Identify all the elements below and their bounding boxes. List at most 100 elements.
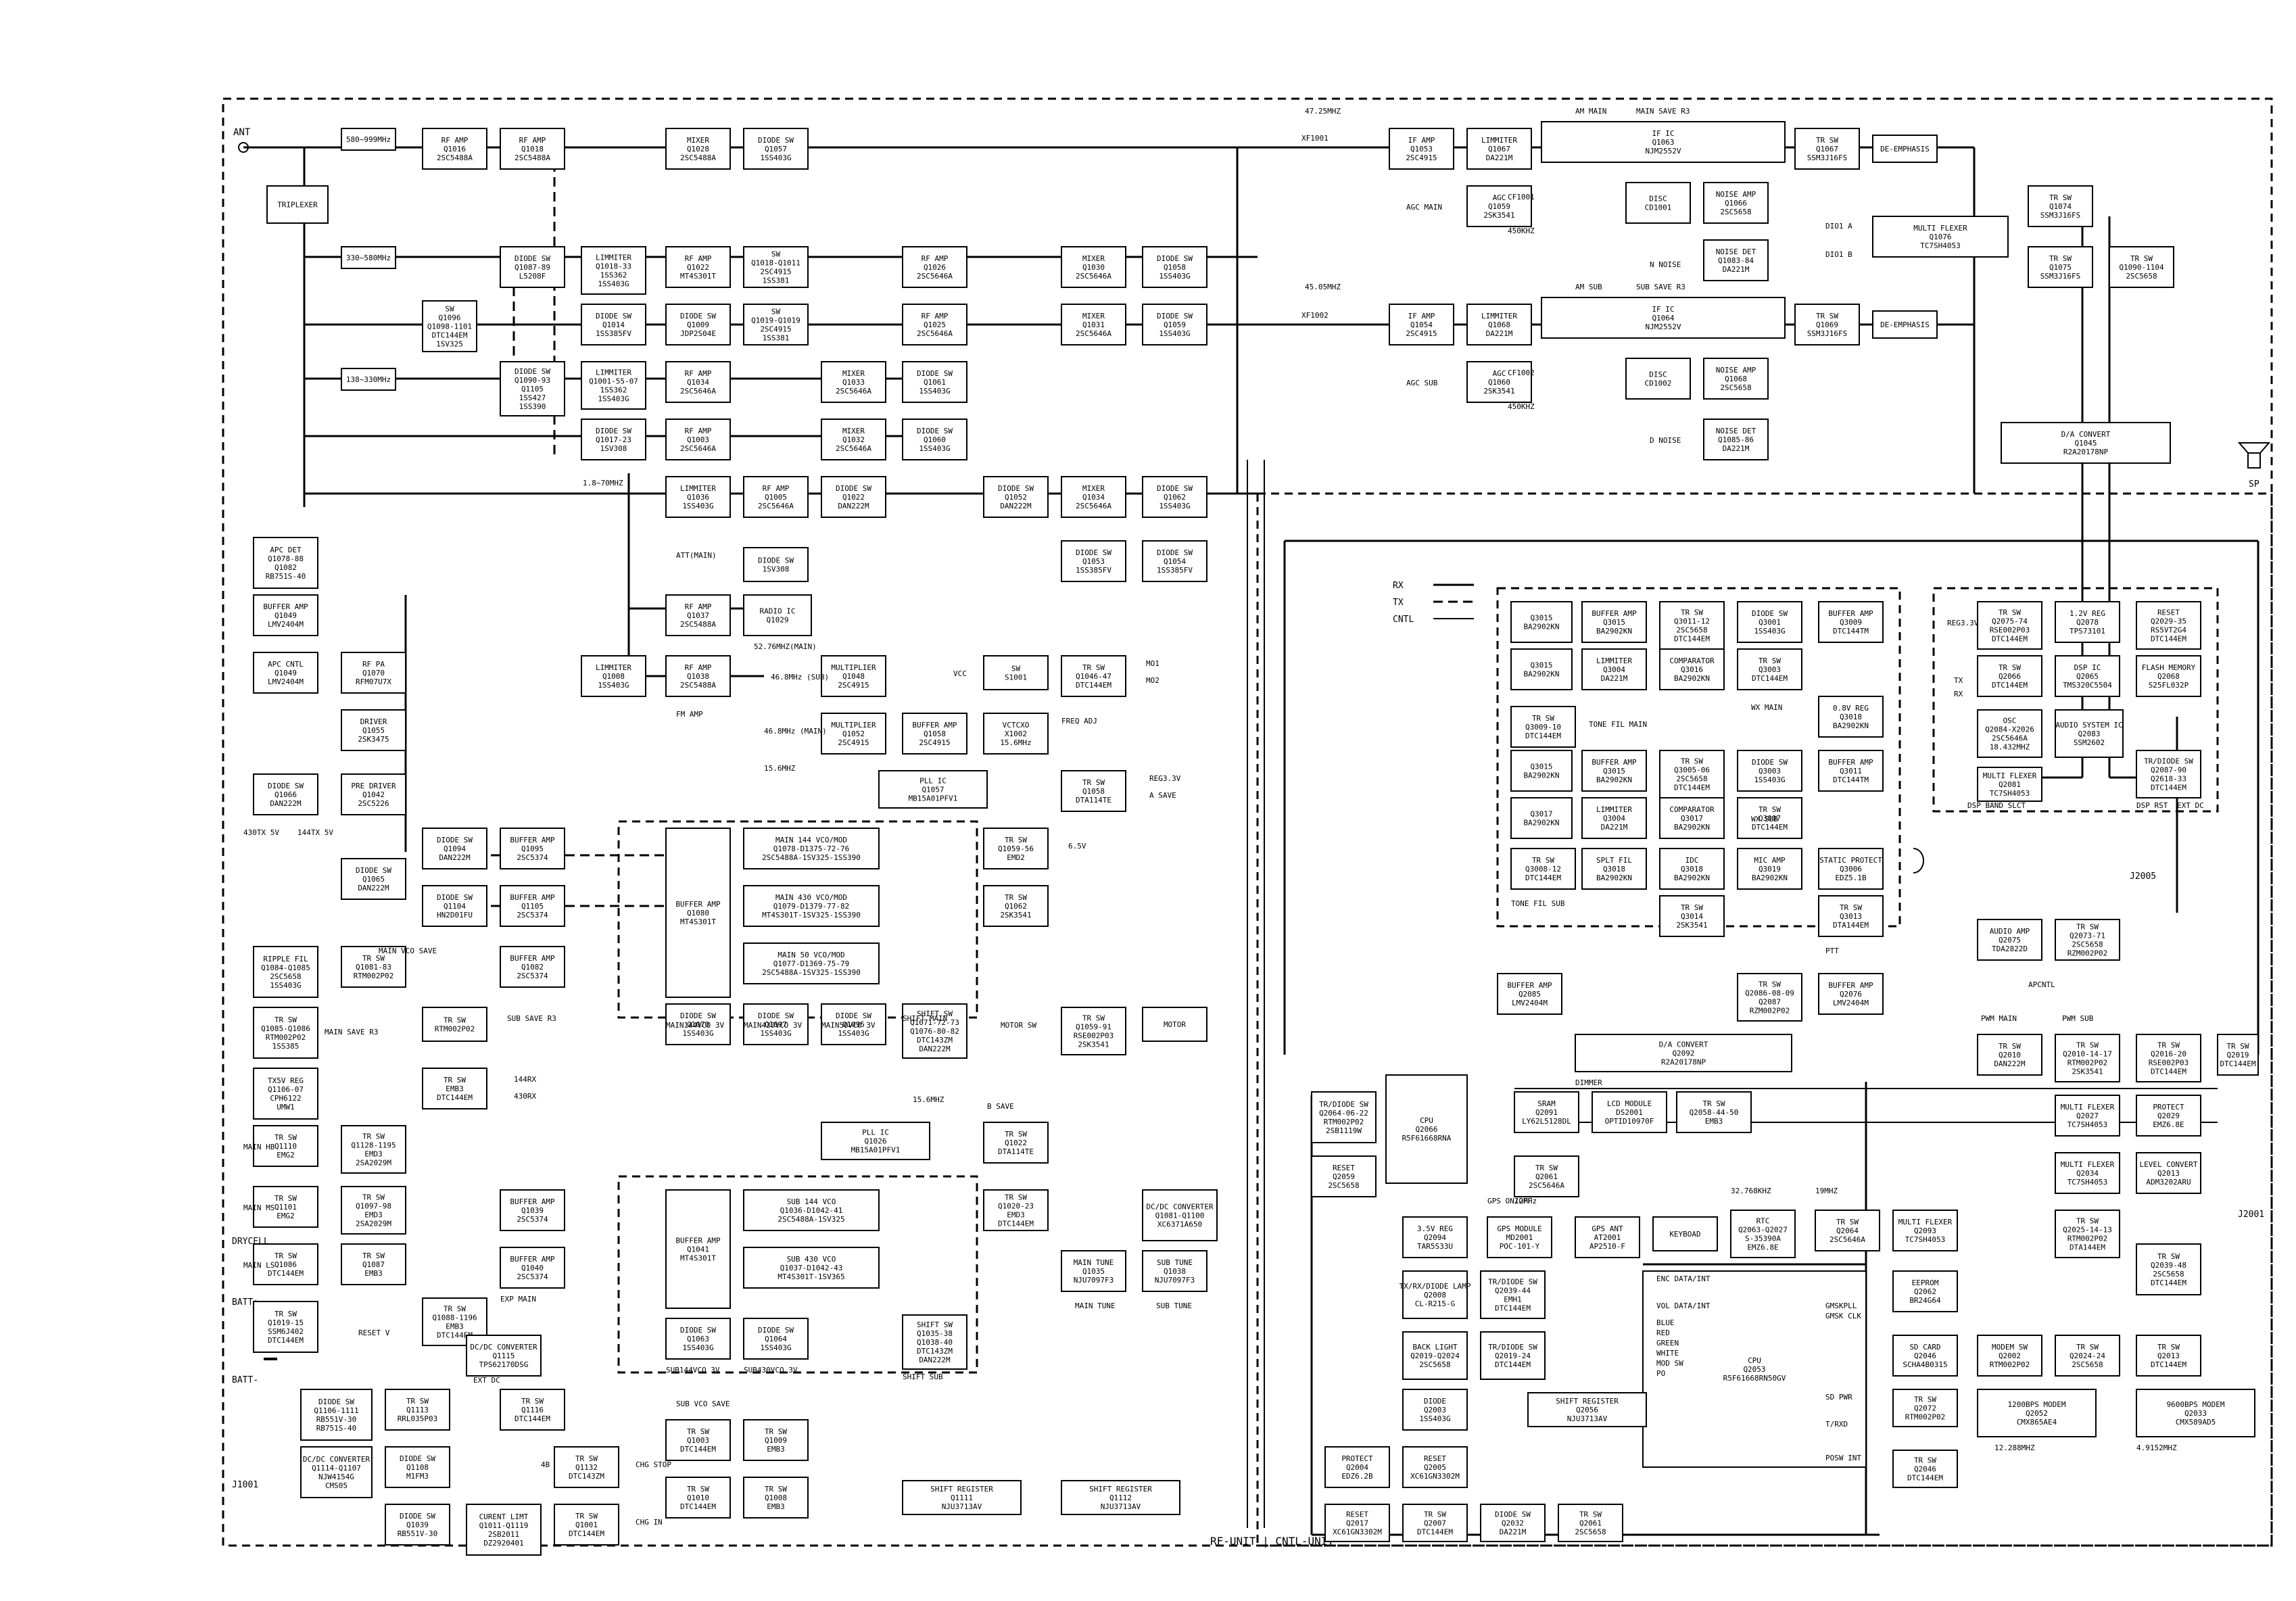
dsp-frame: [1932, 587, 2219, 813]
block-title: SW: [445, 305, 454, 314]
block-part: Q1090-1104: [2119, 263, 2164, 272]
block-title: TR SW: [1424, 1510, 1446, 1519]
block-title: DRIVER: [360, 717, 387, 726]
block-part: Q2081: [1999, 780, 2021, 789]
block-frame: [821, 1003, 886, 1045]
block-part: NJM2552V: [1646, 322, 1681, 331]
block-part: Q1067: [1488, 145, 1510, 153]
block-title: FLASH MEMORY: [2142, 663, 2196, 672]
block-part: LY62L5128DL: [1522, 1117, 1571, 1126]
block-part: 2SC4915: [760, 325, 791, 334]
block-frame: [422, 1007, 487, 1042]
block-frame: [665, 419, 731, 460]
block-frame: [1892, 1450, 1958, 1488]
block-title: SRAM: [1537, 1099, 1556, 1108]
block-frame: [1514, 1155, 1579, 1197]
block-frame: [581, 304, 646, 345]
block-part: RTM002P02: [2067, 1235, 2108, 1243]
block-frame: [2136, 1243, 2201, 1295]
block-part: DTC144EM: [2151, 1068, 2186, 1076]
block-part: TC7SH4053: [1920, 241, 1961, 250]
block-frame: [1977, 655, 2042, 697]
label-freq-15: 15.6MHZ: [764, 764, 796, 773]
block-part: DA221M: [1601, 823, 1628, 832]
block-frame: [253, 1301, 318, 1353]
block-title: DIODE SW: [1157, 312, 1193, 320]
block-part: RB551V-30: [398, 1529, 438, 1538]
block-part: Q1001-55-07: [589, 377, 638, 386]
block-frame: [500, 361, 565, 416]
block-part: Q1037: [687, 611, 709, 620]
block-part: 2SC5488A-1SV325: [778, 1215, 844, 1224]
block-frame: [1402, 1270, 1468, 1319]
block-part: DAN222M: [358, 884, 389, 892]
block-part: Q2046: [1914, 1352, 1936, 1360]
block-part: NJU7097F3: [1074, 1276, 1114, 1285]
block-part: Q1097: [765, 1020, 787, 1029]
block-frame: [253, 537, 318, 589]
label-layer: 47.25MHZ45.05MHZXF1001XF1002CF1001CF1002…: [243, 107, 2204, 1527]
block-part: Q1063: [687, 1335, 709, 1343]
label-khz450b: 450KHZ: [1508, 402, 1535, 411]
block-title: RADIO IC: [760, 607, 796, 616]
block-frame: [422, 1068, 487, 1109]
block-part: Q1068: [1488, 320, 1510, 329]
block-part: Q1064: [1652, 314, 1674, 322]
block-part: CMX865AE4: [2017, 1418, 2057, 1427]
block-title: TR SW: [2076, 1217, 2099, 1226]
block-title: BUFFER AMP: [510, 1197, 555, 1206]
label-reset-v: RESET V: [358, 1329, 390, 1337]
block-part: BR24G64: [1909, 1296, 1941, 1305]
block-title: IF AMP: [1408, 136, 1435, 145]
label-freq-19m: 19MHZ: [1815, 1187, 1838, 1195]
block-part: 2SC4915: [1406, 153, 1437, 162]
block-part: DTC144EM: [432, 331, 468, 340]
block-part: 2SB1119W: [1326, 1126, 1362, 1135]
label-red: RED: [1656, 1329, 1670, 1337]
label-t-rxd: T/RXD: [1825, 1420, 1848, 1429]
block-frame: [1581, 797, 1647, 839]
block-title: DIODE SW: [318, 1397, 354, 1406]
label-pwm-main: PWM MAIN: [1981, 1014, 2017, 1023]
block-part: Q1045: [2074, 439, 2097, 448]
block-part: 1SS362: [600, 386, 627, 395]
block-frame: [1977, 1335, 2042, 1377]
block-part: Q1054: [1410, 320, 1433, 329]
block-part: Q2008: [1424, 1291, 1446, 1299]
block-title: DIODE: [1424, 1397, 1446, 1406]
block-frame: [902, 1314, 967, 1370]
block-title: MULTI FLEXER: [1983, 771, 2037, 780]
block-part: LMV2404M: [268, 620, 304, 629]
block-part: L5208F: [519, 272, 546, 281]
block-frame: [983, 476, 1049, 518]
block-title: PLL IC: [919, 777, 947, 786]
block-frame: [1510, 648, 1573, 690]
block-frame: [1872, 310, 1938, 339]
label-tone-fil-sub: TONE FIL SUB: [1511, 899, 1565, 908]
block-frame: [500, 128, 565, 170]
label-ptt: PTT: [1825, 947, 1839, 955]
block-frame: [1061, 1480, 1180, 1515]
block-title: AGC: [1493, 369, 1506, 378]
block-frame: [1581, 648, 1647, 690]
block-frame: [878, 770, 988, 809]
block-part: 1SS403G: [682, 1029, 713, 1038]
block-title: SUB TUNE: [1157, 1258, 1193, 1267]
block-frame: [1510, 601, 1573, 643]
block-part: DTC144EM: [437, 1093, 473, 1102]
